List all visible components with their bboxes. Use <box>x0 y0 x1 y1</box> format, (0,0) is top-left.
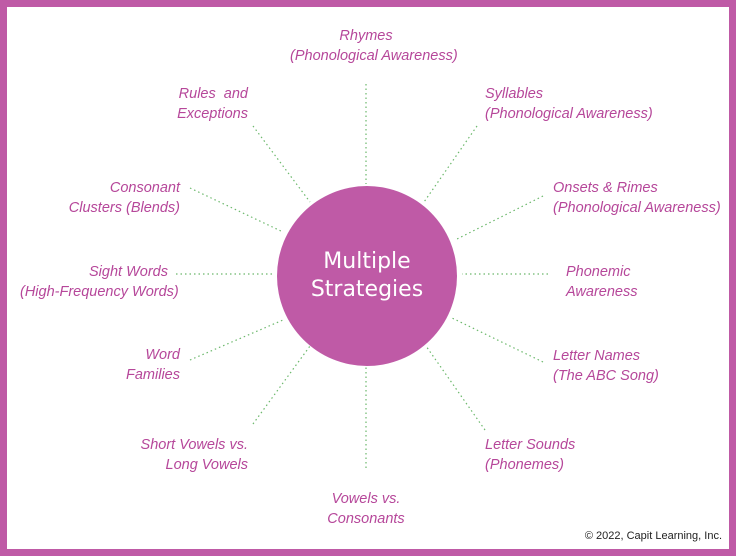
spoke-line-letter-names <box>451 317 544 363</box>
spoke-line-syllables <box>423 125 478 203</box>
center-circle: Multiple Strategies <box>277 186 457 366</box>
label-short-long-vowels: Short Vowels vs. Long Vowels <box>140 437 248 473</box>
label-letter-names: Letter Names (The ABC Song) <box>553 348 659 384</box>
label-rhymes: Rhymes (Phonological Awareness) <box>290 28 458 64</box>
spoke-line-letter-sounds <box>425 345 486 431</box>
spoke-line-rules-exceptions <box>252 125 311 203</box>
center-title-line1: Multiple <box>323 249 411 274</box>
label-phonemic-awareness: Phonemic Awareness <box>566 264 638 300</box>
label-vowels-consonants: Vowels vs. Consonants <box>327 491 405 527</box>
spoke-line-word-families <box>189 319 284 361</box>
spoke-line-short-long-vowels <box>252 345 311 425</box>
center-title: Multiple Strategies <box>311 248 423 304</box>
label-onsets-rimes: Onsets & Rimes (Phonological Awareness) <box>553 180 721 216</box>
spoke-line-consonant-clusters <box>189 187 284 233</box>
center-title-line2: Strategies <box>310 277 424 302</box>
label-sight-words: Sight Words (High-Frequency Words) <box>20 264 179 300</box>
spoke-line-onsets-rimes <box>454 195 544 241</box>
label-letter-sounds: Letter Sounds (Phonemes) <box>485 437 576 473</box>
label-word-families: Word Families <box>126 347 180 383</box>
label-consonant-clusters: Consonant Clusters (Blends) <box>68 180 180 216</box>
copyright-notice: © 2022, Capit Learning, Inc. <box>584 530 722 542</box>
label-rules-exceptions: Rules and Exceptions <box>177 86 248 122</box>
label-syllables: Syllables (Phonological Awareness) <box>485 86 653 122</box>
